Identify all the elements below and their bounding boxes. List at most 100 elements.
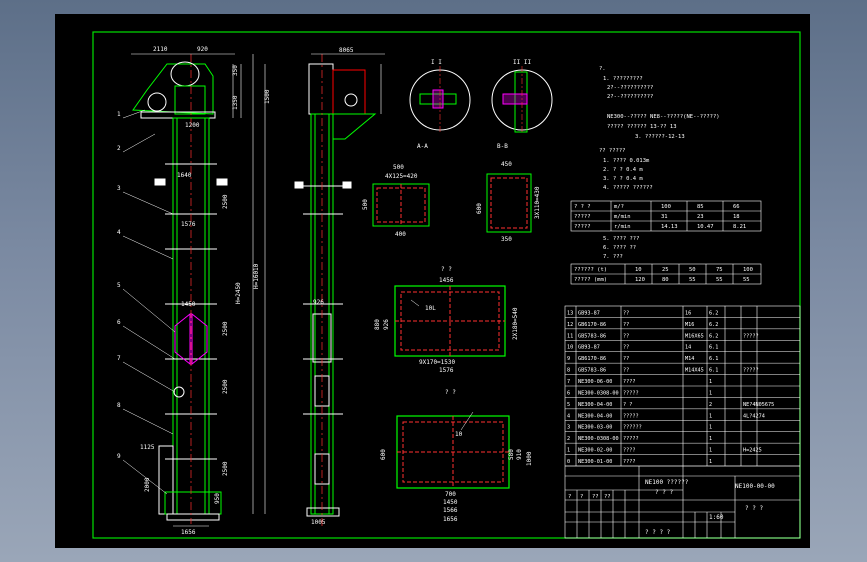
flange-2-title: ? ? [445, 389, 456, 396]
a-dim-inner: 4X125=420 [385, 173, 418, 180]
part-label-9: 9 [117, 453, 121, 460]
spec-table-1-cell: ????? [574, 214, 591, 220]
spec-table-1-cell: 85 [697, 204, 704, 210]
notes-heading: ?. [599, 66, 606, 72]
detail-view-2: II II [491, 59, 553, 134]
dim-top-left: 2110 [153, 46, 168, 53]
bom-cell: NE300-01-00 [578, 459, 612, 465]
bom-cell: ?? [623, 356, 629, 362]
bom-cell: 1 [709, 390, 712, 396]
part-label-4: 4 [117, 229, 121, 236]
title-block [565, 465, 800, 538]
f1-dim-right: 2X180=540 [512, 307, 519, 340]
section-a-title: A-A [417, 143, 428, 150]
b-dim-inner: 3X110=430 [534, 186, 541, 219]
f1-dim-left: 880 [374, 319, 381, 330]
part-label-3: 3 [117, 185, 121, 192]
title-sheet: ? ? ? ? [645, 529, 671, 536]
spec-table-1 [570, 200, 762, 232]
notes-line-4: NE300--????? NE8--?????(NE--?????) [607, 114, 720, 120]
bom-cell: 9 [567, 356, 570, 362]
notes-line-3: 2?--?????????? [607, 94, 653, 100]
spec-table-2-cell: 50 [689, 267, 696, 273]
dim-d4: 1450 [181, 301, 196, 308]
bom-cell: 12 [567, 322, 573, 328]
section-b-title: B-B [497, 143, 508, 150]
bom-table-grid [564, 305, 801, 539]
dim-side-top: 8065 [339, 47, 354, 54]
flange-1-title: ? ? [441, 266, 452, 273]
tech-line-1: 1. ???? 0.013m [603, 158, 650, 164]
bom-cell: GB5783-86 [578, 368, 606, 374]
front-dimension-lines [131, 53, 266, 527]
a-dim-bottom: 400 [395, 231, 406, 238]
bom-cell: NE300-0308-00 [578, 390, 619, 396]
bom-cell: NE300-03-00 [578, 425, 612, 431]
bom-cell: 2 [567, 436, 570, 442]
drawing-frame [92, 31, 801, 539]
spec-table-2-cell: 75 [716, 267, 723, 273]
spec-table-2-cell: 100 [743, 267, 753, 273]
dim-d6: 2000 [144, 477, 151, 492]
bom-cell: NE300-0308-00 [578, 436, 619, 442]
spec-table-1-cell: 10.47 [697, 224, 714, 230]
b-dim-bottom: 350 [501, 236, 512, 243]
mid-line-3: 7. ??? [603, 254, 623, 260]
part-label-6: 6 [117, 319, 121, 326]
bom-cell: 6.2 [709, 333, 718, 339]
bom-cell: GB93-87 [578, 310, 600, 316]
f1-dim-top: 1456 [439, 277, 454, 284]
spec-table-1-cell: 14.13 [661, 224, 678, 230]
flange-view-1: ? ? 10L 1456 1576 9X170=1530 880 926 2X1… [374, 266, 519, 374]
dim-v7: 2500 [222, 379, 229, 394]
bom-cell: 3 [567, 425, 570, 431]
f2-dim-700: 700 [445, 491, 456, 498]
spec-table-1-cell: m/min [614, 214, 631, 220]
bom-cell: ???? [623, 459, 636, 465]
dim-v6: 2500 [222, 321, 229, 336]
bom-cell: M14X45 [685, 368, 704, 374]
a-dim-left: 500 [362, 199, 369, 210]
tech-line-2: 2. ? ? 0.4 m [603, 167, 643, 173]
f2-dim-right3: 580 [508, 449, 515, 460]
spec-table-2-cell: 55 [716, 277, 723, 283]
dim-h-mid: H=2450 [235, 282, 242, 304]
bom-cell: ???? [623, 448, 636, 454]
bom-cell: 1 [709, 413, 712, 419]
detail-1-title: I I [431, 59, 442, 66]
dim-d2: 1640 [177, 172, 192, 179]
notes-line-2: 2?--?????????? [607, 85, 653, 91]
f2-dim-left: 600 [380, 449, 387, 460]
f2-dim-right1: 910 [516, 449, 523, 460]
spec-table-1-cell: 31 [661, 214, 668, 220]
bom-cell: ?? [623, 333, 629, 339]
bom-cell: 4L?4274 [743, 413, 765, 419]
bom-cell: ?? [623, 322, 629, 328]
side-view [294, 54, 377, 526]
tech-heading: ?? ????? [599, 148, 626, 154]
spec-table-1-cell: ????? [574, 224, 591, 230]
spec-table-1-cell: m/? [614, 204, 624, 210]
dim-side-bottom: 1005 [311, 519, 326, 526]
part-label-5: 5 [117, 282, 121, 289]
bom-cell: NE300-06-00 [578, 379, 612, 385]
cad-drawing: 2110 920 H=16010 1656 1200 1640 1576 145… [92, 31, 801, 539]
f1-dim-bottom: 1576 [439, 367, 454, 374]
dim-bottom-width: 1656 [181, 529, 196, 536]
dim-v8: 2500 [222, 461, 229, 476]
bom-cell: ????? [623, 436, 639, 442]
dim-v5: 2500 [222, 194, 229, 209]
a-dim-top: 500 [393, 164, 404, 171]
spec-table-2 [570, 263, 762, 285]
bom-cell: 1 [709, 448, 712, 454]
dim-v4: 1500 [264, 89, 271, 104]
part-label-2: 2 [117, 145, 121, 152]
title-name: NE100 ?????? [645, 479, 689, 486]
bom-cell: 16 [685, 310, 691, 316]
bom-cell: GB6170-86 [578, 322, 606, 328]
spec-table-1-cell: 23 [697, 214, 704, 220]
bom-cell: 1 [567, 448, 570, 454]
tech-line-3: 3. ? ? 0.4 m [603, 176, 643, 182]
bom-cell: 5 [567, 402, 570, 408]
